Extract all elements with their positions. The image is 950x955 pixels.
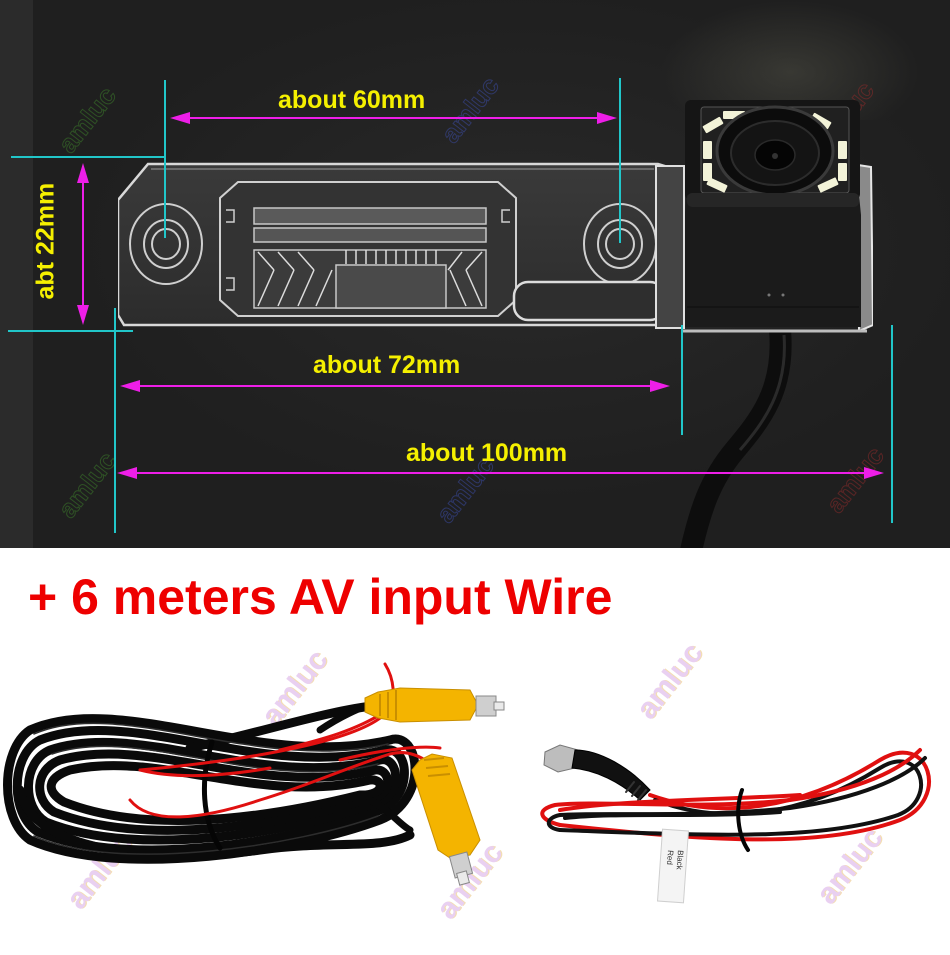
guide-line-plate-left [114,308,116,533]
rca-connector-bottom [411,753,481,886]
arrow-right-icon [650,380,670,392]
cables-photo: Red Black [0,650,950,950]
guide-line-total-right [891,325,893,523]
dimension-label-hole-spacing: about 60mm [278,86,426,114]
power-cable: Red Black [540,744,931,904]
reverse-camera [683,95,875,340]
guide-line-hole-left [164,80,166,238]
dimension-line-22mm [82,180,84,308]
guide-line-top [11,156,164,158]
av-cable-coil [3,662,442,864]
dimension-label-total-length: about 100mm [406,439,568,467]
photo-left-strip [0,0,33,548]
guide-line-bottom [8,330,133,332]
rca-connector-top [364,687,505,723]
dimension-line-100mm [133,472,865,474]
arrow-left-icon [170,112,190,124]
dimension-line-72mm [136,385,650,387]
product-photo: amluc amluc amluc amluc amluc amluc [0,0,950,548]
arrow-down-icon [77,305,89,325]
arrow-right-icon [597,112,617,124]
dimension-label-plate-length: about 72mm [313,351,461,379]
arrow-left-icon [117,467,137,479]
camera-cable [560,319,820,548]
power-label-black: Black [675,850,685,871]
arrow-up-icon [77,163,89,183]
arrow-left-icon [120,380,140,392]
headline: + 6 meters AV input Wire [28,569,613,625]
license-plate-housing [116,160,690,330]
guide-line-plate-right [681,325,683,435]
power-label-red: Red [665,850,675,865]
arrow-right-icon [864,467,884,479]
dimension-label-height: abt 22mm [31,182,60,300]
dimension-line-60mm [186,117,598,119]
guide-line-hole-right [619,78,621,243]
